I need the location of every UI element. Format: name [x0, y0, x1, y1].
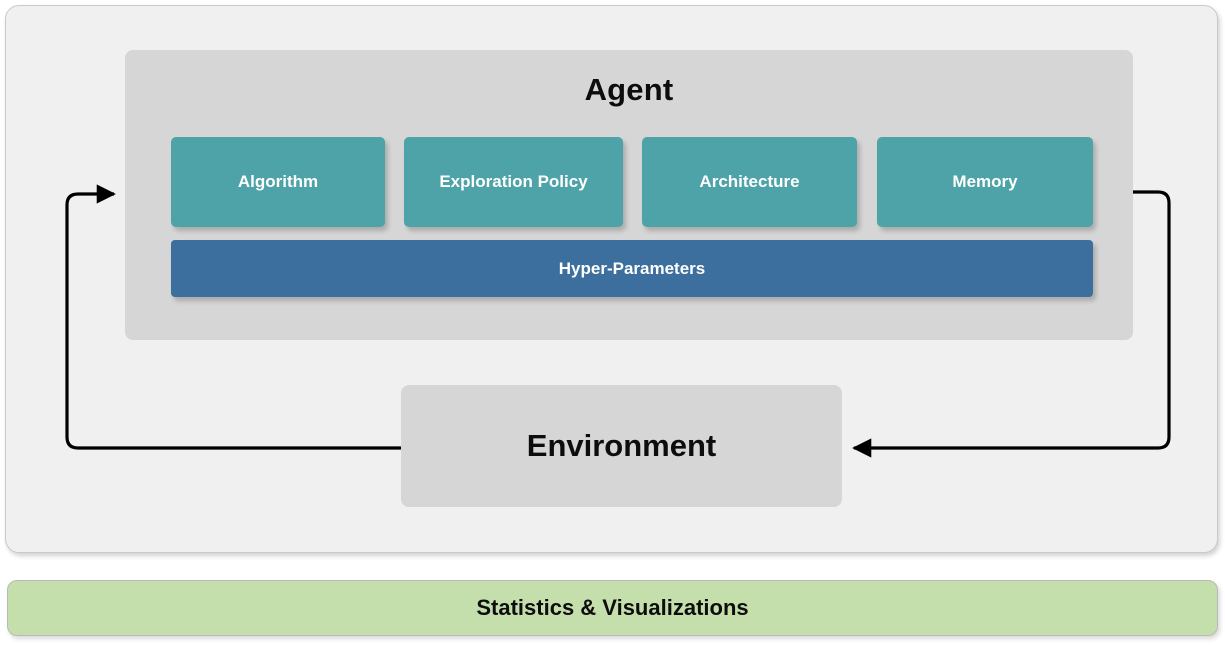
agent-component-algorithm[interactable]: Algorithm: [171, 137, 385, 227]
environment-box[interactable]: Environment: [401, 385, 842, 507]
agent-component-memory[interactable]: Memory: [877, 137, 1093, 227]
hyper-parameters-bar[interactable]: Hyper-Parameters: [171, 240, 1093, 297]
agent-component-architecture[interactable]: Architecture: [642, 137, 857, 227]
statistics-visualizations-bar[interactable]: Statistics & Visualizations: [7, 580, 1218, 636]
agent-component-exploration-policy[interactable]: Exploration Policy: [404, 137, 623, 227]
agent-title: Agent: [584, 72, 674, 107]
